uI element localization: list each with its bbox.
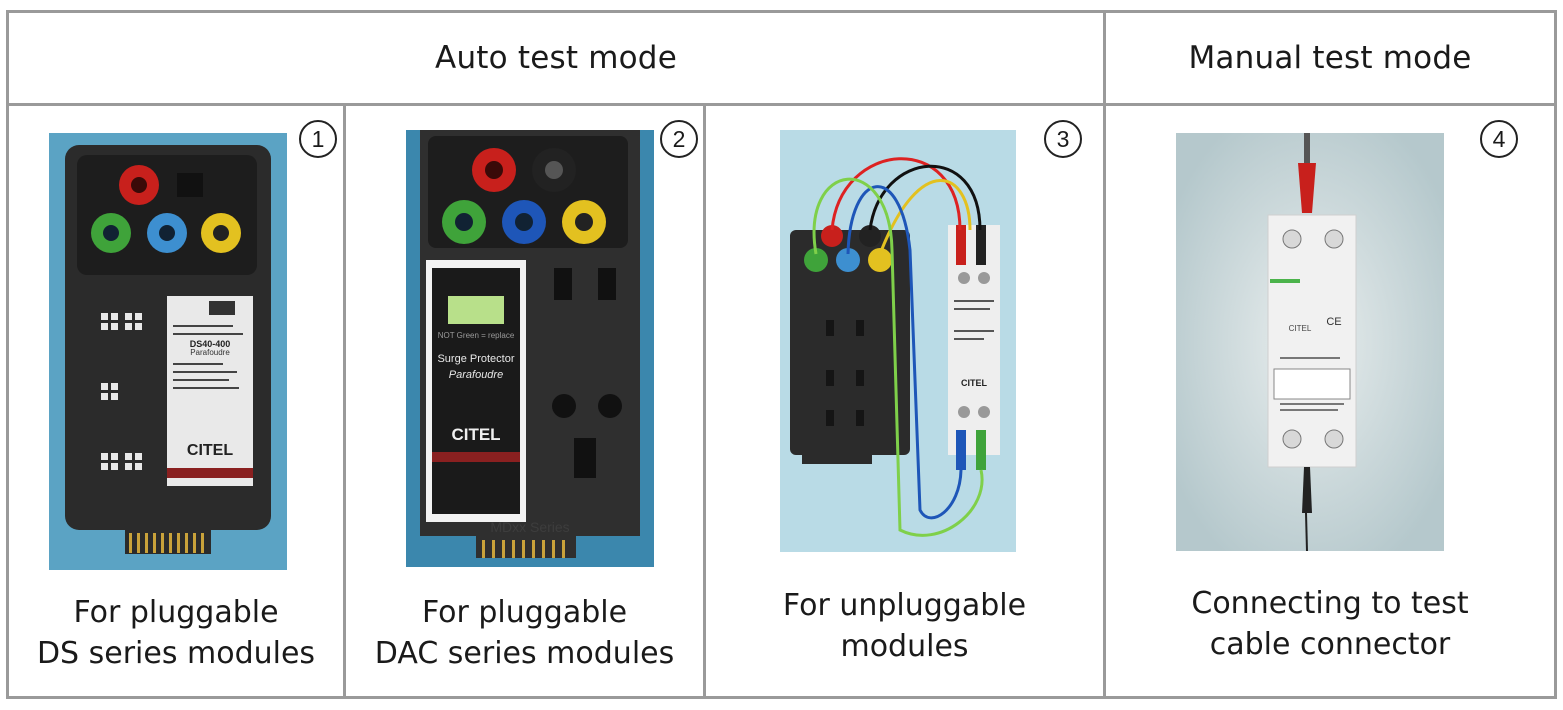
table-outer-border bbox=[6, 10, 1557, 699]
ds-label-model: DS40-400 bbox=[190, 339, 231, 349]
column-divider-3 bbox=[1103, 10, 1106, 699]
ds-adapter-photo: Parafoudre DS40-400 CITEL bbox=[49, 133, 287, 570]
manual-label-mark: CE bbox=[1326, 316, 1341, 328]
dac-label-brand: CITEL bbox=[451, 425, 500, 444]
dac-label-line1: Surge Protector bbox=[437, 353, 514, 365]
unpluggable-label-brand: CITEL bbox=[961, 378, 988, 388]
caption-cell-4: Connecting to test cable connector bbox=[1191, 586, 1469, 662]
cell-manual: 4 CITEL CE Connecting to test cable conn… bbox=[1106, 106, 1554, 698]
auto-test-mode-header: Auto test mode bbox=[435, 40, 677, 76]
step-number-4: 4 bbox=[1480, 120, 1518, 158]
cell-unpluggable: 3 CITEL For unpluggable modules bbox=[706, 106, 1103, 698]
column-divider-1 bbox=[343, 106, 346, 699]
manual-connection-photo: CITEL CE bbox=[1176, 133, 1444, 551]
column-divider-2 bbox=[703, 106, 706, 699]
step-number-3: 3 bbox=[1044, 120, 1082, 158]
dac-adapter-photo: NOT Green = replace Surge Protector Para… bbox=[406, 130, 654, 567]
manual-label-brand: CITEL bbox=[1289, 324, 1312, 333]
step-number-1: 1 bbox=[299, 120, 337, 158]
header-row-divider bbox=[6, 103, 1557, 106]
ds-label-brand: CITEL bbox=[187, 442, 233, 459]
unpluggable-setup-photo: CITEL bbox=[780, 130, 1016, 552]
step-number-2: 2 bbox=[660, 120, 698, 158]
ds-label-text: Parafoudre bbox=[190, 348, 230, 357]
cell-dac-series: 2 NOT Green = replace Surge Protector Pa… bbox=[346, 106, 703, 698]
dac-label-note: NOT Green = replace bbox=[438, 331, 515, 340]
manual-test-mode-header: Manual test mode bbox=[1188, 40, 1472, 76]
caption-cell-3: For unpluggable modules bbox=[782, 588, 1027, 664]
caption-cell-1: For pluggable DS series modules bbox=[36, 595, 316, 671]
cell-ds-series: 1 Parafoudre DS40-400 bbox=[9, 106, 343, 698]
caption-cell-2: For pluggable DAC series modules bbox=[374, 595, 675, 671]
dac-base-text: MDxx Series bbox=[490, 519, 569, 535]
dac-label-line2: Parafoudre bbox=[449, 369, 503, 381]
